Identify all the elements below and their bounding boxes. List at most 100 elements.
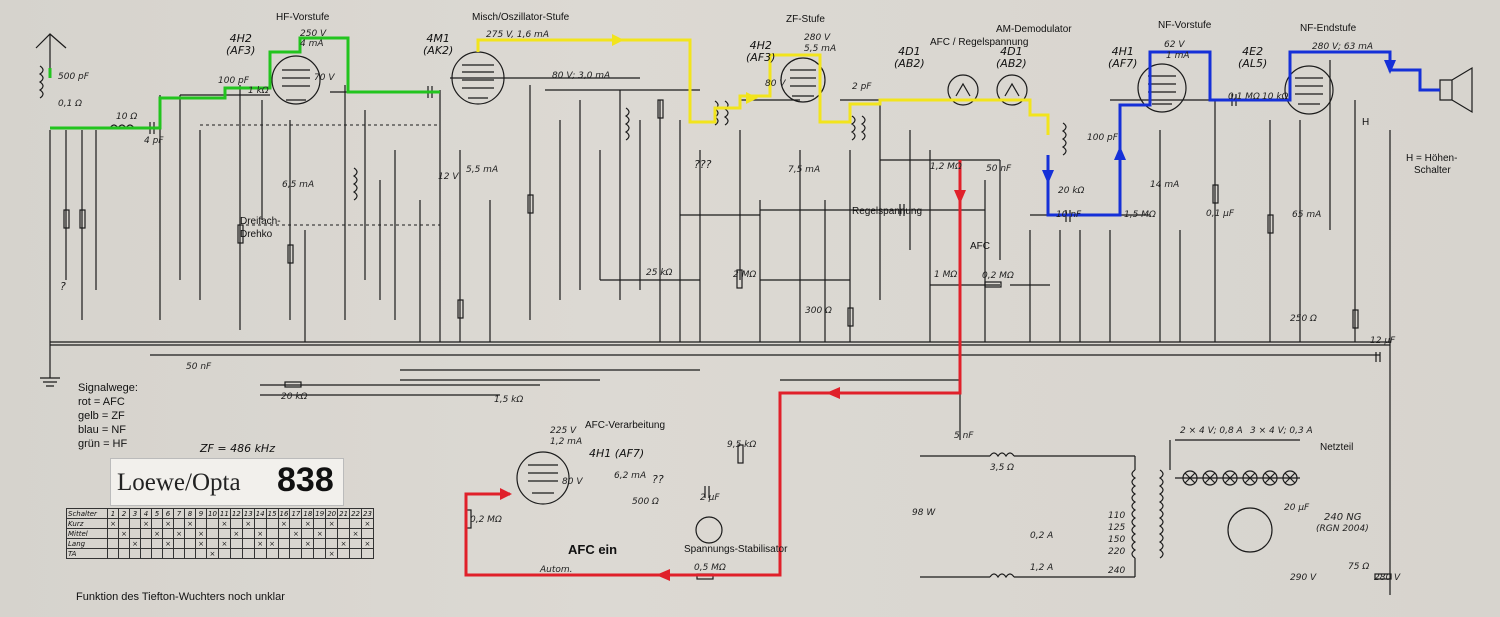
label-h: H <box>1362 117 1370 128</box>
switch-cell <box>184 528 196 539</box>
switch-cell: × <box>206 548 219 559</box>
switch-cell: × <box>337 538 351 549</box>
switch-cell: × <box>129 538 141 549</box>
switch-cell <box>118 518 130 529</box>
value-label: 12 V <box>438 172 459 182</box>
switch-cell: × <box>301 518 315 529</box>
switch-cell: × <box>162 518 174 529</box>
value-label: 80 V <box>562 477 583 487</box>
label-hf-stage: HF-Vorstufe <box>276 12 330 23</box>
switch-cell <box>325 528 339 539</box>
label-regelspannung: Regelspannung <box>852 206 923 217</box>
switch-cell <box>184 548 196 559</box>
switch-cell <box>337 518 351 529</box>
signal-paths <box>48 36 1440 577</box>
label-af-pre: NF-Vorstufe <box>1158 20 1212 31</box>
switch-cell: × <box>162 538 174 549</box>
value-label: 125 <box>1108 523 1126 533</box>
switch-number: 1 <box>107 508 119 519</box>
brand-name: Loewe/Opta <box>117 469 241 496</box>
switch-cell <box>277 538 291 549</box>
switch-cell <box>107 528 119 539</box>
value-label: 500 Ω <box>632 497 659 507</box>
switch-number: 22 <box>349 508 362 519</box>
value-label: 225 V <box>550 426 577 436</box>
value-label: 65 mA <box>1292 210 1322 220</box>
switch-cell <box>265 518 279 529</box>
switch-row-label: Lang <box>66 538 108 549</box>
switch-cell: × <box>217 518 231 529</box>
value-label: 50 nF <box>986 164 1012 174</box>
legend-item-af: blau = NF <box>78 424 126 436</box>
value-label: 5,5 mA <box>804 44 837 54</box>
switch-cell <box>289 548 303 559</box>
value-label: 20 µF <box>1284 503 1310 513</box>
switch-cell <box>313 548 327 559</box>
value-label: 20 kΩ <box>281 392 308 402</box>
label-stabilisator: Spannungs-Stabilisator <box>684 544 788 555</box>
switch-cell <box>118 538 130 549</box>
tube-label: 4M1(AK2) <box>423 32 454 57</box>
switch-cell: × <box>360 538 374 549</box>
switch-cell <box>173 518 185 529</box>
switch-number: 8 <box>184 508 196 519</box>
switch-number: 13 <box>241 508 255 519</box>
value-label: 3 × 4 V; 0,3 A <box>1250 426 1313 436</box>
switch-cell <box>206 518 219 529</box>
tube-label: 4H1(AF7) <box>1108 45 1138 70</box>
value-label: 250 V <box>300 29 327 39</box>
switch-cell: × <box>277 518 291 529</box>
switch-number: 23 <box>360 508 374 519</box>
switch-cell: × <box>360 518 374 529</box>
value-label: 1 mA <box>1166 51 1190 61</box>
switch-cell <box>140 528 152 539</box>
switch-number: 17 <box>289 508 303 519</box>
switch-cell <box>217 548 231 559</box>
value-label: 2 × 4 V; 0,8 A <box>1180 426 1243 436</box>
value-label: 62 V <box>1164 40 1185 50</box>
switch-cell <box>107 538 119 549</box>
value-label: 1,5 kΩ <box>494 395 524 405</box>
switch-cell <box>301 548 315 559</box>
switch-cell <box>229 518 243 529</box>
value-label: 2 pF <box>852 82 872 92</box>
switch-cell <box>265 548 279 559</box>
switch-cell <box>162 528 174 539</box>
value-label: 6,2 mA <box>614 471 647 481</box>
value-label: 1 MΩ <box>934 270 958 280</box>
tube-label: 4H2(AF3) <box>746 39 776 64</box>
value-label: 25 kΩ <box>646 268 673 278</box>
tube-label-afc: 4H1 (AF7) <box>589 447 645 460</box>
switch-number: 11 <box>217 508 231 519</box>
value-label: 0,1 µF <box>1206 209 1235 219</box>
switch-cell: × <box>107 518 119 529</box>
label-afc-control: AFC / Regelspannung <box>930 37 1029 48</box>
switch-cell: × <box>313 528 327 539</box>
gang-link <box>200 124 440 226</box>
footnote: Funktion des Tiefton-Wuchters noch unkla… <box>76 591 285 603</box>
path-arrows <box>500 34 1396 581</box>
switch-cell <box>253 548 267 559</box>
switch-cell <box>129 518 141 529</box>
label-power: Netzteil <box>1320 442 1354 453</box>
switch-cell: × <box>195 528 207 539</box>
switch-cell <box>217 528 231 539</box>
switch-number: 19 <box>313 508 327 519</box>
switch-cell <box>229 538 243 549</box>
switch-number: 5 <box>151 508 163 519</box>
value-label: 10 nF <box>1056 210 1082 220</box>
value-label: 0,5 MΩ <box>694 563 726 573</box>
legend-item-if: gelb = ZF <box>78 410 125 422</box>
value-label: 7,5 mA <box>788 165 821 175</box>
label-hoehen: H = Höhen- <box>1406 153 1458 164</box>
tube-label: 4D1(AB2) <box>996 45 1027 70</box>
switch-cell <box>289 518 303 529</box>
value-label: 4 pF <box>144 136 164 146</box>
switch-number: 3 <box>129 508 141 519</box>
value-label: 110 <box>1108 511 1126 521</box>
switch-cell <box>151 518 163 529</box>
switch-row-label: Kurz <box>66 518 108 529</box>
switch-cell: × <box>151 528 163 539</box>
hf-path-green <box>48 36 440 130</box>
